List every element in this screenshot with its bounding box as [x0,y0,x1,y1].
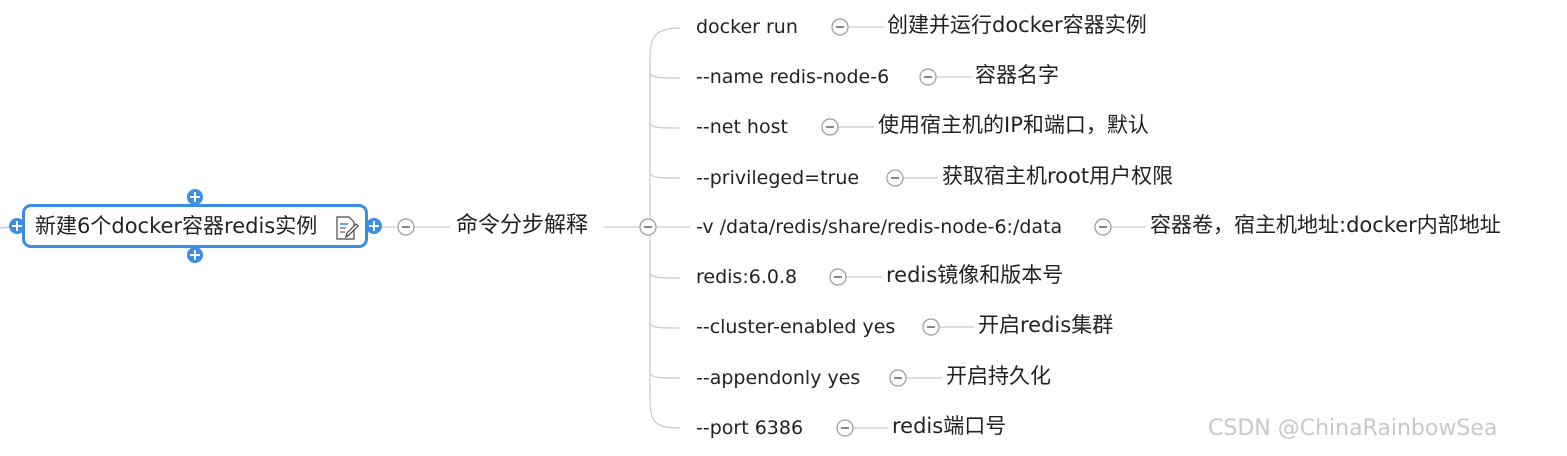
add-topic-top-icon[interactable] [187,189,203,205]
add-topic-left-icon[interactable] [9,218,25,234]
command-item[interactable]: redis:6.0.8 [696,266,798,288]
command-item[interactable]: --appendonly yes [696,367,861,389]
description-item[interactable]: 创建并运行docker容器实例 [887,13,1147,37]
description-item[interactable]: 使用宿主机的IP和端口，默认 [878,113,1149,137]
note-edit-icon[interactable] [333,215,359,241]
command-item[interactable]: docker run [696,16,798,38]
add-topic-bottom-icon[interactable] [187,247,203,263]
command-item[interactable]: --net host [696,116,788,138]
add-topic-right-icon[interactable] [366,218,382,234]
description-item[interactable]: 开启redis集群 [978,313,1114,337]
command-item[interactable]: -v /data/redis/share/redis-node-6:/data [696,216,1063,238]
description-item[interactable]: redis镜像和版本号 [886,263,1064,287]
description-item[interactable]: 容器卷，宿主机地址:docker内部地址 [1150,213,1501,237]
watermark: CSDN @ChinaRainbowSea [1208,416,1498,441]
description-item[interactable]: 容器名字 [975,63,1059,87]
description-item[interactable]: redis端口号 [892,414,1007,438]
root-topic-label: 新建6个docker容器redis实例 [35,214,318,238]
command-item[interactable]: --name redis-node-6 [696,66,890,88]
description-item[interactable]: 获取宿主机root用户权限 [942,164,1174,188]
command-item[interactable]: --port 6386 [696,417,804,439]
command-item[interactable]: --privileged=true [696,167,860,189]
command-item[interactable]: --cluster-enabled yes [696,316,896,338]
description-item[interactable]: 开启持久化 [946,364,1051,388]
middle-topic-label[interactable]: 命令分步解释 [456,213,589,238]
root-topic[interactable]: 新建6个docker容器redis实例 [22,204,368,248]
